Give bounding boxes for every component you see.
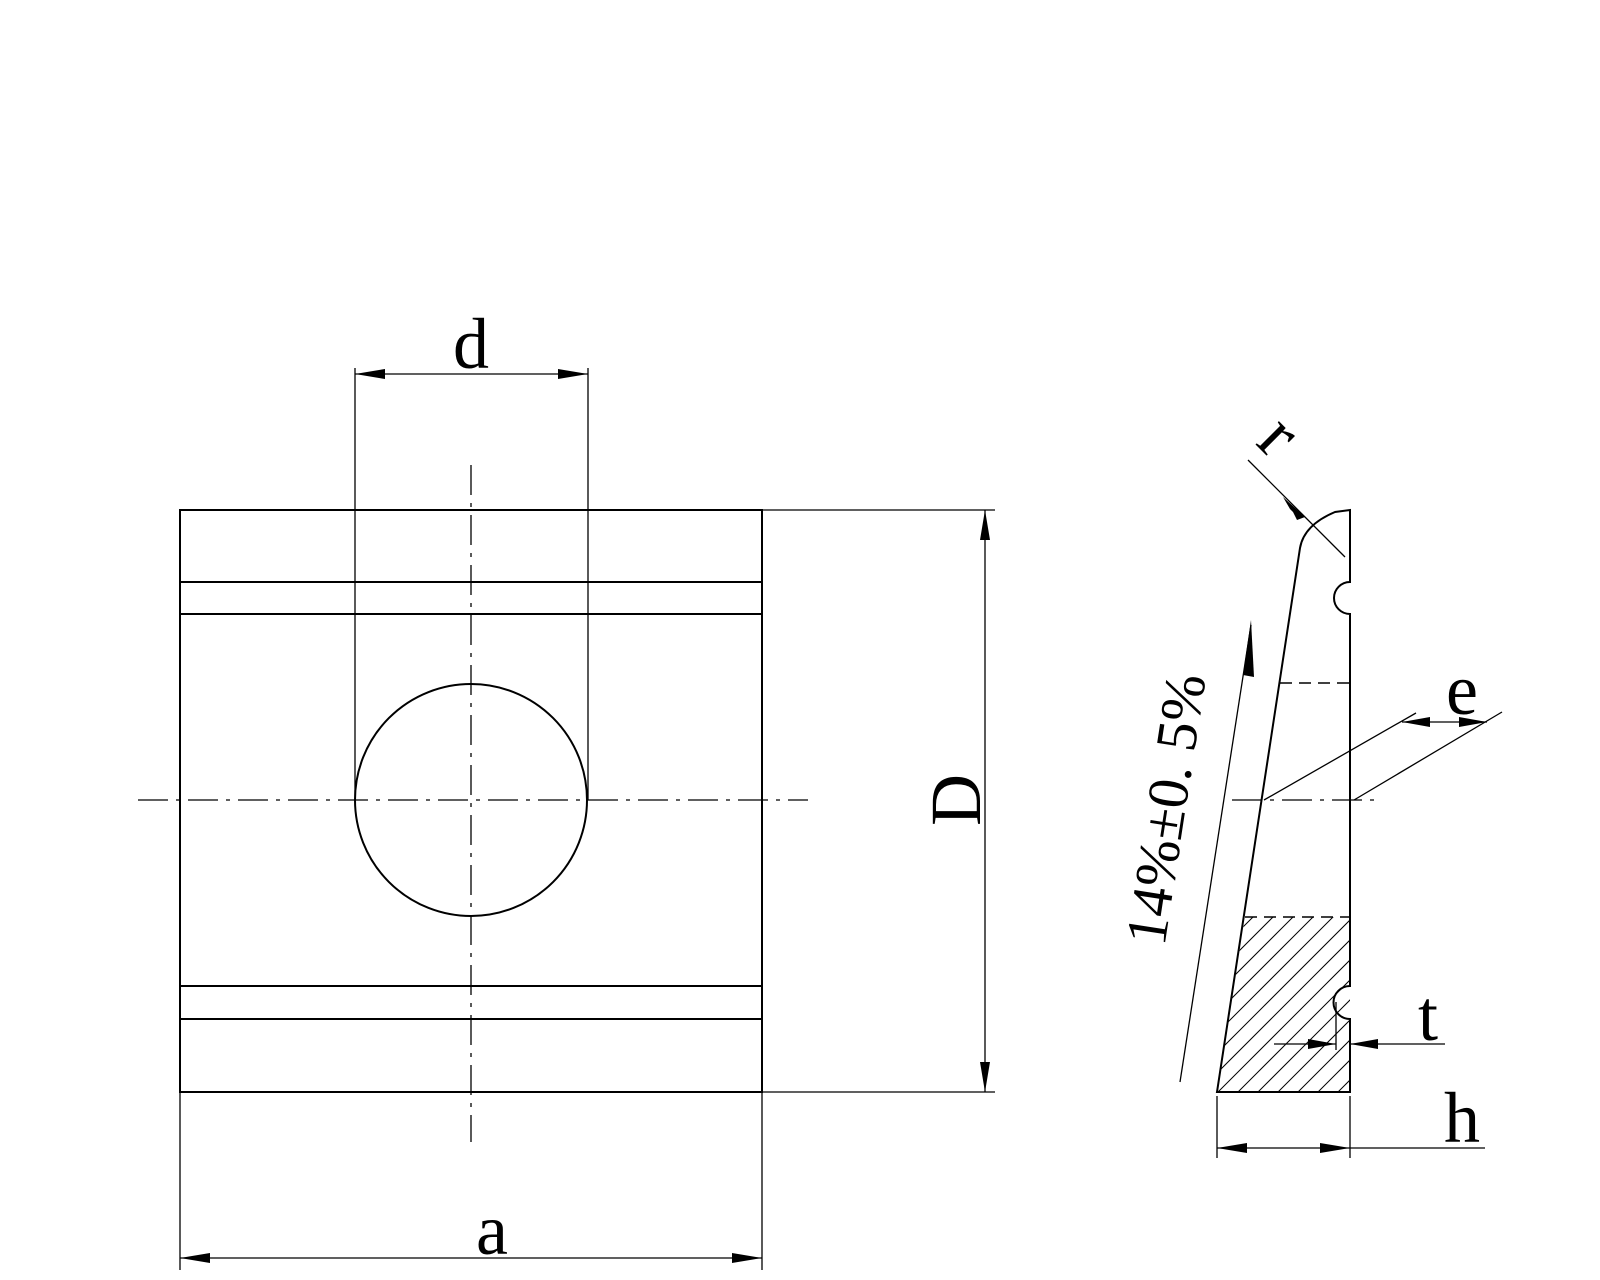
dimension-D: D xyxy=(762,509,996,1093)
side-view: r 14%±0. 5% e t xyxy=(1113,398,1503,1158)
dimension-t: t xyxy=(1274,976,1445,1056)
label-slope: 14%±0. 5% xyxy=(1113,669,1219,949)
label-D: D xyxy=(916,774,996,826)
dimension-a: a xyxy=(179,1092,763,1270)
dimension-r: r xyxy=(1243,398,1346,558)
dimension-slope: 14%±0. 5% xyxy=(1113,620,1254,1083)
front-view: d a D xyxy=(138,304,996,1270)
dimension-e: e xyxy=(1263,650,1503,801)
dimension-h: h xyxy=(1216,1078,1485,1158)
section-hatching xyxy=(1217,917,1350,1092)
label-r: r xyxy=(1243,398,1317,472)
label-a: a xyxy=(476,1190,508,1270)
dimension-d: d xyxy=(354,304,589,800)
label-h: h xyxy=(1444,1078,1480,1158)
label-t: t xyxy=(1418,976,1438,1056)
wedge-profile xyxy=(1215,508,1351,1093)
label-e: e xyxy=(1446,650,1478,730)
label-d: d xyxy=(453,304,489,384)
